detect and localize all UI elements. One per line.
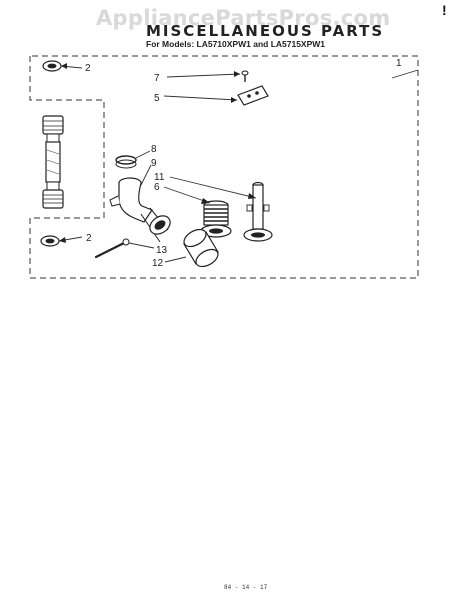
callout-12: 12 <box>152 258 164 269</box>
clamp-ring-part <box>115 155 137 169</box>
arrow-6 <box>201 198 210 204</box>
hose-cap-part <box>183 228 219 268</box>
screw-part <box>241 70 249 82</box>
watermark: AppliancePartsPros.com <box>96 6 391 30</box>
callout-9: 9 <box>151 158 157 169</box>
inlet-hose-part <box>42 115 64 209</box>
footer-code: 84 - 14 - 17 <box>224 584 268 591</box>
washer-bottom-part <box>40 235 60 247</box>
drain-plug-part <box>200 200 232 238</box>
bracket-plate-part <box>237 85 269 106</box>
callout-2-top: 2 <box>85 63 91 74</box>
leader-13 <box>128 242 155 249</box>
arrow-2-bottom <box>59 237 66 243</box>
cotter-pin-part <box>94 238 130 259</box>
diagram-subtitle: For Models: LA5710XPW1 and LA5715XPW1 <box>146 39 326 49</box>
callout-7: 7 <box>154 73 160 84</box>
callout-8: 8 <box>151 144 157 155</box>
leader-11 <box>169 176 257 199</box>
diagram-title: MISCELLANEOUS PARTS <box>146 22 385 40</box>
leader-7 <box>166 73 241 78</box>
corner-mark: ! <box>442 2 447 18</box>
callout-1: 1 <box>396 58 402 69</box>
dashed-boundary <box>29 55 419 279</box>
callout-11: 11 <box>154 172 165 183</box>
leader-1 <box>391 69 419 79</box>
leader-8 <box>135 150 151 159</box>
washer-top-part <box>42 60 62 72</box>
callout-13: 13 <box>156 245 168 256</box>
callout-2-bottom: 2 <box>86 233 92 244</box>
callout-5: 5 <box>154 93 160 104</box>
arrow-7 <box>234 71 240 77</box>
arrow-5 <box>231 97 237 103</box>
leader-5 <box>163 95 238 101</box>
arrow-2-top <box>61 63 67 69</box>
arrow-11 <box>248 193 256 199</box>
drain-hose-elbow-part <box>109 177 171 243</box>
leader-9 <box>140 164 152 186</box>
leveling-leg-part <box>243 181 273 242</box>
callout-6: 6 <box>154 182 160 193</box>
leader-12 <box>164 256 187 263</box>
